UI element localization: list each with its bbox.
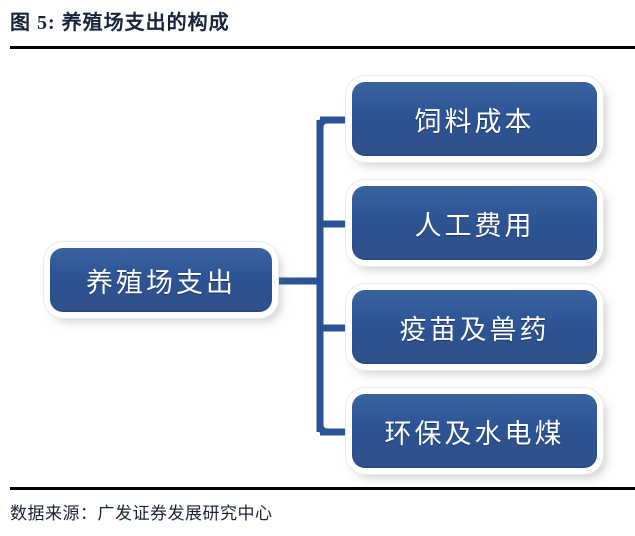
source-note: 数据来源：广发证券发展研究中心 [10,504,273,523]
node-vaccine-veterinary-label: 疫苗及兽药 [399,314,550,345]
node-environment-utilities[interactable]: 环保及水电煤 [352,394,597,468]
node-feed-cost-label: 饲料成本 [414,106,535,137]
node-root-label: 养殖场支出 [86,267,236,298]
title-divider [10,46,635,49]
connector-corner-top [316,116,332,132]
node-environment-utilities-label: 环保及水电煤 [384,418,565,449]
connector-lines [272,116,352,436]
node-labor-cost[interactable]: 人工费用 [352,186,597,260]
footer-divider [10,487,635,490]
node-labor-cost-label: 人工费用 [414,210,535,241]
figure-title: 图 5: 养殖场支出的构成 [10,12,230,34]
node-vaccine-veterinary[interactable]: 疫苗及兽药 [352,290,597,364]
connector-corner-bottom [316,420,332,436]
node-feed-cost[interactable]: 饲料成本 [352,82,597,156]
node-root[interactable]: 养殖场支出 [50,248,272,312]
org-chart-diagram: 养殖场支出 饲料成本 人工费用 疫苗及兽药 环保及水电煤 [0,52,635,484]
